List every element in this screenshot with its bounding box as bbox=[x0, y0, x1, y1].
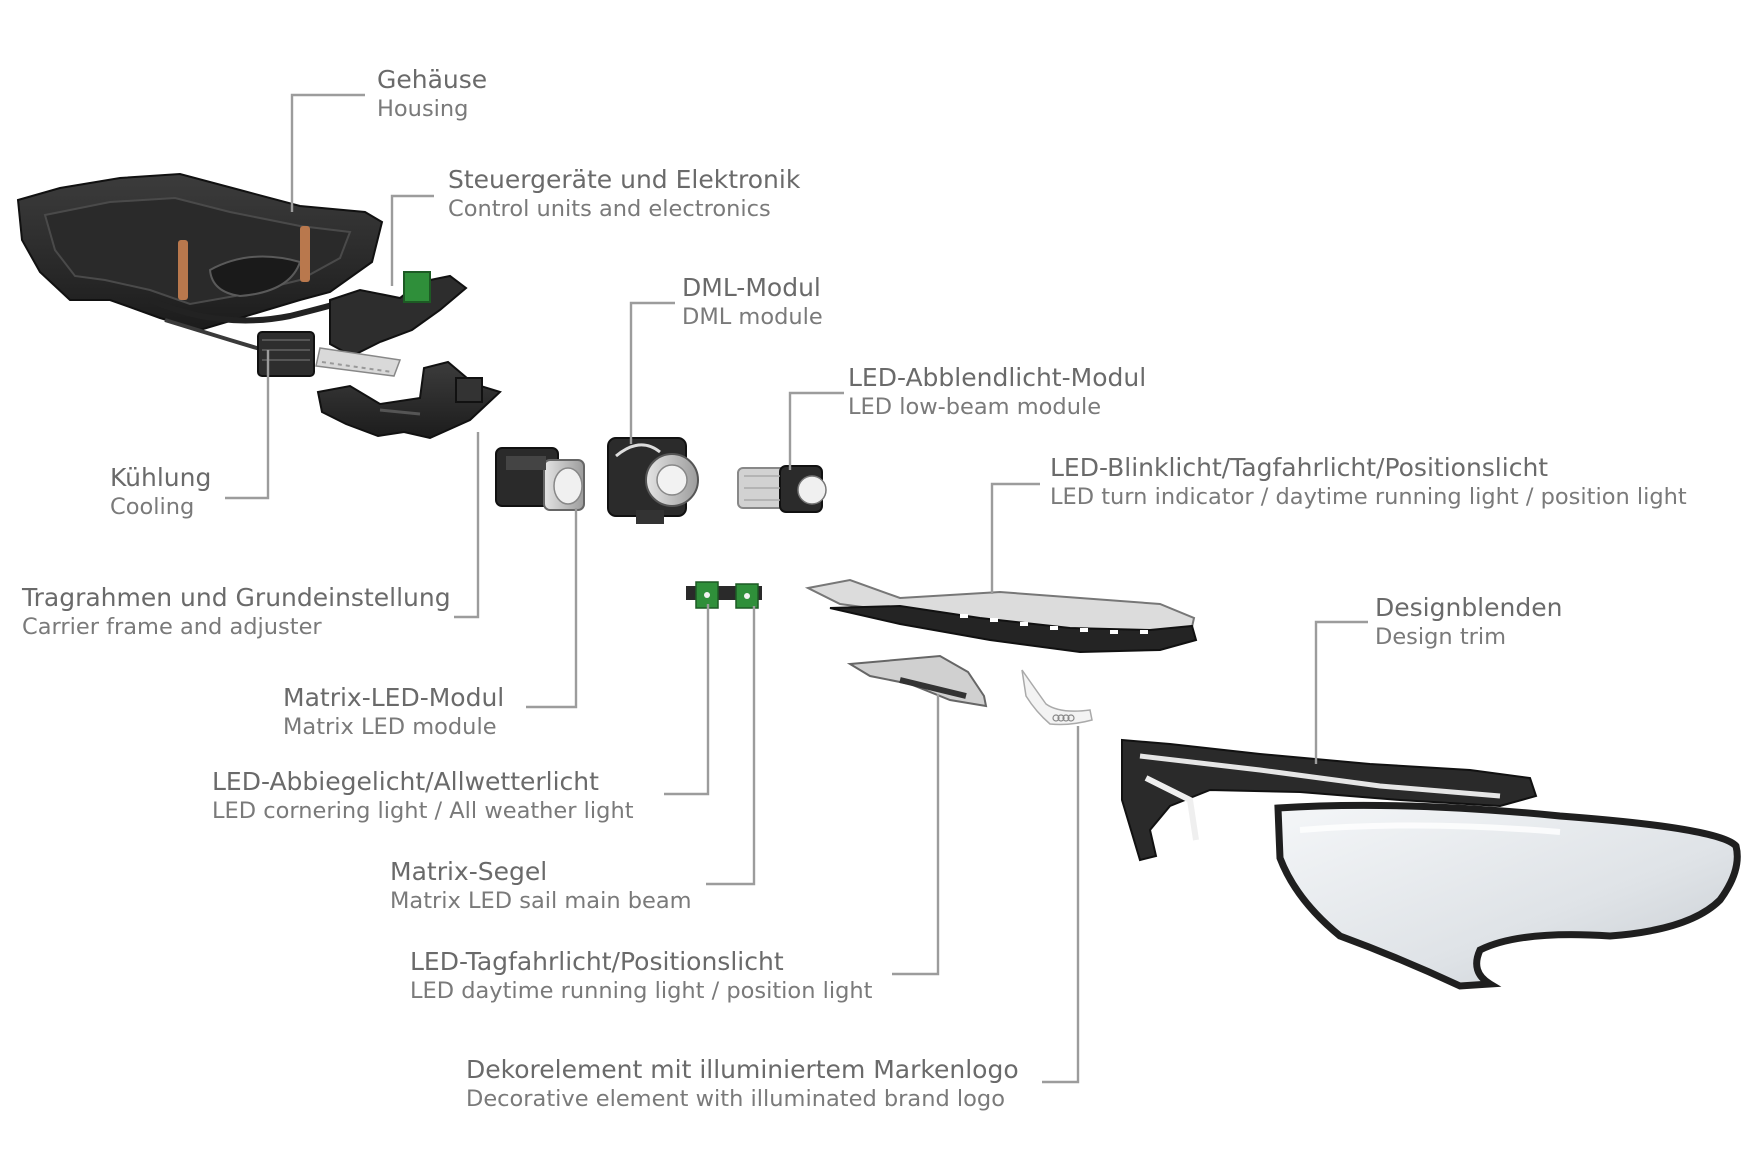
label-control-units: Steuergeräte und Elektronik Control unit… bbox=[448, 164, 800, 223]
label-daytime-running: LED-Tagfahrlicht/Positionslicht LED dayt… bbox=[410, 946, 872, 1005]
leader-lines bbox=[225, 93, 1368, 1084]
leader-dml bbox=[629, 301, 675, 444]
dml-module-part bbox=[607, 437, 699, 524]
led-row bbox=[960, 614, 1148, 634]
low-beam-module-part bbox=[737, 465, 827, 513]
decorative-logo-part bbox=[1021, 669, 1093, 726]
label-cornering-en: LED cornering light / All weather light bbox=[212, 798, 634, 825]
label-turn-indicator-de: LED-Blinklicht/Tagfahrlicht/Positionslic… bbox=[1050, 453, 1549, 482]
label-carrier-frame-en: Carrier frame and adjuster bbox=[22, 614, 322, 641]
label-daytime-running-de: LED-Tagfahrlicht/Positionslicht bbox=[410, 947, 784, 976]
label-matrix-led: Matrix-LED-Modul Matrix LED module bbox=[283, 682, 504, 741]
label-matrix-sail-en: Matrix LED sail main beam bbox=[390, 888, 692, 915]
outer-lens-part bbox=[1274, 801, 1741, 990]
design-trim-part bbox=[1121, 738, 1538, 862]
label-matrix-sail-de: Matrix-Segel bbox=[390, 857, 548, 886]
label-low-beam: LED-Abblendlicht-Modul LED low-beam modu… bbox=[848, 362, 1146, 421]
matrix-led-module-part bbox=[495, 447, 585, 511]
leader-matrixled bbox=[526, 508, 578, 709]
label-decorative-logo-de: Dekorelement mit illuminiertem Markenlog… bbox=[466, 1055, 1019, 1084]
leader-turn bbox=[990, 482, 1040, 594]
label-decorative-logo: Dekorelement mit illuminiertem Markenlog… bbox=[466, 1054, 1019, 1113]
leader-designtrim bbox=[1314, 620, 1368, 764]
leader-logo bbox=[1042, 726, 1080, 1084]
carrier-frame-part bbox=[316, 360, 502, 440]
label-dml-module: DML-Modul DML module bbox=[682, 272, 823, 331]
label-control-units-en: Control units and electronics bbox=[448, 196, 771, 223]
label-decorative-logo-en: Decorative element with illuminated bran… bbox=[466, 1086, 1005, 1113]
label-housing-de: Gehäuse bbox=[377, 65, 488, 94]
leader-cooling bbox=[225, 350, 270, 500]
label-matrix-sail: Matrix-Segel Matrix LED sail main beam bbox=[390, 856, 692, 915]
leader-lowbeam bbox=[788, 391, 844, 470]
label-housing-en: Housing bbox=[377, 96, 469, 123]
label-matrix-led-de: Matrix-LED-Modul bbox=[283, 683, 505, 712]
housing-part bbox=[16, 172, 384, 354]
leader-housing bbox=[290, 93, 365, 212]
control-units-part bbox=[315, 271, 468, 377]
leader-sail bbox=[706, 606, 756, 886]
brand-rings-icon bbox=[1052, 714, 1075, 722]
label-housing: Gehäuse Housing bbox=[377, 64, 487, 123]
label-cornering: LED-Abbiegelicht/Allwetterlicht LED corn… bbox=[212, 766, 634, 825]
label-turn-indicator: LED-Blinklicht/Tagfahrlicht/Positionslic… bbox=[1050, 452, 1687, 511]
label-matrix-led-en: Matrix LED module bbox=[283, 714, 497, 741]
label-design-trim-de: Designblenden bbox=[1375, 593, 1563, 622]
leader-carrier bbox=[454, 432, 480, 619]
label-control-units-de: Steuergeräte und Elektronik bbox=[448, 165, 801, 194]
label-daytime-running-en: LED daytime running light / position lig… bbox=[410, 978, 873, 1005]
leader-control bbox=[390, 194, 434, 286]
cornering-light-part bbox=[686, 581, 762, 609]
label-cooling-de: Kühlung bbox=[110, 463, 212, 492]
label-dml-module-de: DML-Modul bbox=[682, 273, 821, 302]
leader-cornering bbox=[664, 604, 710, 796]
cooling-part bbox=[257, 331, 315, 377]
label-cooling: Kühlung Cooling bbox=[110, 462, 211, 521]
label-cooling-en: Cooling bbox=[110, 494, 195, 521]
leader-drl bbox=[892, 694, 940, 976]
label-design-trim-en: Design trim bbox=[1375, 624, 1507, 651]
label-turn-indicator-en: LED turn indicator / daytime running lig… bbox=[1050, 484, 1687, 511]
label-carrier-frame: Tragrahmen und Grundeinstellung Carrier … bbox=[22, 582, 451, 641]
label-dml-module-en: DML module bbox=[682, 304, 823, 331]
label-design-trim: Designblenden Design trim bbox=[1375, 592, 1562, 651]
turn-indicator-strip-part bbox=[804, 578, 1198, 654]
daytime-running-light-part bbox=[846, 654, 988, 708]
label-low-beam-de: LED-Abblendlicht-Modul bbox=[848, 363, 1147, 392]
label-low-beam-en: LED low-beam module bbox=[848, 394, 1102, 421]
label-carrier-frame-de: Tragrahmen und Grundeinstellung bbox=[22, 583, 451, 612]
label-cornering-de: LED-Abbiegelicht/Allwetterlicht bbox=[212, 767, 599, 796]
